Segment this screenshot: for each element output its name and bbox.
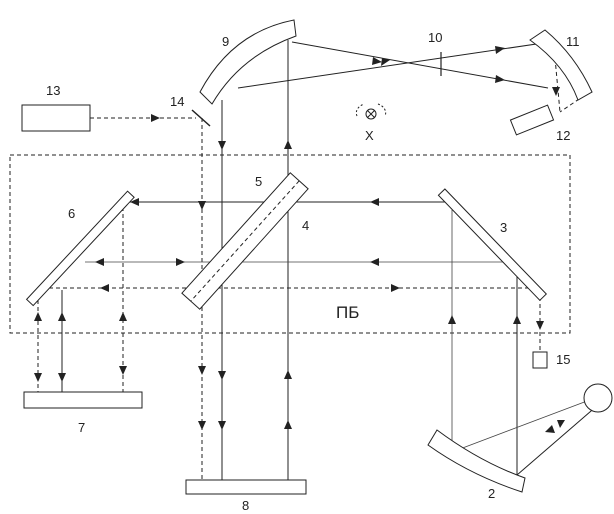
beam-11-12	[554, 57, 561, 113]
label-3: 3	[500, 220, 507, 235]
label-x: X	[365, 128, 374, 143]
mirror-14	[191, 109, 211, 127]
label-15: 15	[556, 352, 570, 367]
label-2: 2	[488, 486, 495, 501]
mirror-9	[199, 19, 297, 105]
block-7	[23, 391, 143, 409]
block-8	[185, 479, 307, 495]
beam-2-circle-b	[516, 404, 599, 476]
mirror-6	[25, 190, 135, 307]
source-circle-1	[583, 383, 613, 413]
rotation-symbol-icon	[355, 103, 387, 120]
element-12	[509, 104, 555, 136]
label-pb: ПБ	[336, 303, 359, 322]
label-5: 5	[255, 174, 262, 189]
beam-2-circle-a	[451, 397, 596, 453]
block-13	[21, 104, 91, 132]
mirror-2	[427, 429, 526, 493]
label-14: 14	[170, 94, 184, 109]
beam-9-11-a	[291, 41, 549, 89]
label-6: 6	[68, 206, 75, 221]
pb-enclosure	[9, 154, 571, 334]
label-8: 8	[242, 498, 249, 513]
label-12: 12	[556, 128, 570, 143]
label-4: 4	[302, 218, 309, 233]
mirror-11	[529, 29, 593, 101]
label-11: 11	[566, 34, 580, 49]
label-9: 9	[222, 34, 229, 49]
arrowheads	[34, 46, 565, 433]
plate-4-5	[181, 172, 309, 310]
label-13: 13	[46, 83, 60, 98]
label-7: 7	[78, 420, 85, 435]
beam-11-12-b	[559, 94, 586, 113]
label-10: 10	[428, 30, 442, 45]
mirror-3	[437, 188, 548, 301]
element-15	[532, 351, 548, 369]
